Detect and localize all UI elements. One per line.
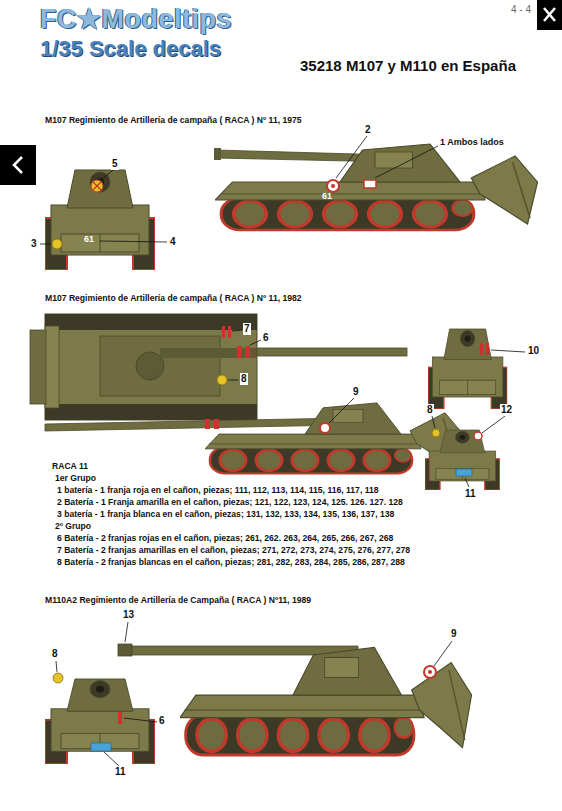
callout-number: 6	[158, 715, 166, 727]
section-heading: M107 Regimiento de Artillería de campaña…	[45, 294, 302, 304]
decal-number: 61	[84, 234, 94, 244]
callout-number: 13	[122, 609, 135, 621]
brand-subtitle: 1/35 Scale decals	[40, 36, 221, 61]
callout-number: 8	[426, 404, 434, 416]
decal-number: 61	[322, 191, 332, 201]
note-line: 8 Batería - 2 franjas blancas en el caño…	[57, 558, 405, 568]
callout-number: 11	[464, 488, 477, 500]
callout-number: 10	[527, 345, 540, 357]
callout-number: 6	[262, 332, 270, 344]
callout-number: 3	[30, 238, 38, 250]
page-counter: 4 - 4	[511, 4, 531, 16]
note-line: 3 batería - 1 franja blanca en el cañon,…	[57, 510, 394, 520]
callout-number: 11	[114, 766, 127, 778]
sheet-title: 35218 M107 y M110 en España	[300, 57, 516, 74]
note-line: 2º Grupo	[55, 522, 91, 532]
section-heading: M110A2 Regimiento de Artillería de Campa…	[45, 596, 311, 606]
note-line: 1 batería - 1 franja roja en el cañon, p…	[57, 486, 379, 496]
callout-number: 9	[352, 386, 360, 398]
callout-number: 8	[240, 373, 248, 385]
callout-number: 4	[169, 236, 177, 248]
note-line: 7 Batería - 2 franjas amarillas en el ca…	[57, 546, 410, 556]
callout-number: 5	[111, 158, 119, 170]
note-line: 6 Batería - 2 franjas rojas en el cañon,…	[57, 534, 393, 544]
callout-number: 9	[450, 628, 458, 640]
callout-number: 12	[500, 404, 513, 416]
note-line: 2 Batería - 1 Franja amarilla en el caño…	[57, 498, 403, 508]
callout-note: 1 Ambos lados	[440, 137, 504, 147]
callout-number: 2	[364, 124, 372, 136]
callout-number: 8	[51, 648, 59, 660]
brand-logo: FC★Modeltips	[40, 4, 232, 35]
section-heading: M107 Regimiento de Artillería de campaña…	[45, 116, 302, 126]
callout-number: 7	[243, 323, 251, 335]
note-line: 1er Grupo	[55, 474, 96, 484]
note-line: RACA 11	[52, 462, 88, 472]
